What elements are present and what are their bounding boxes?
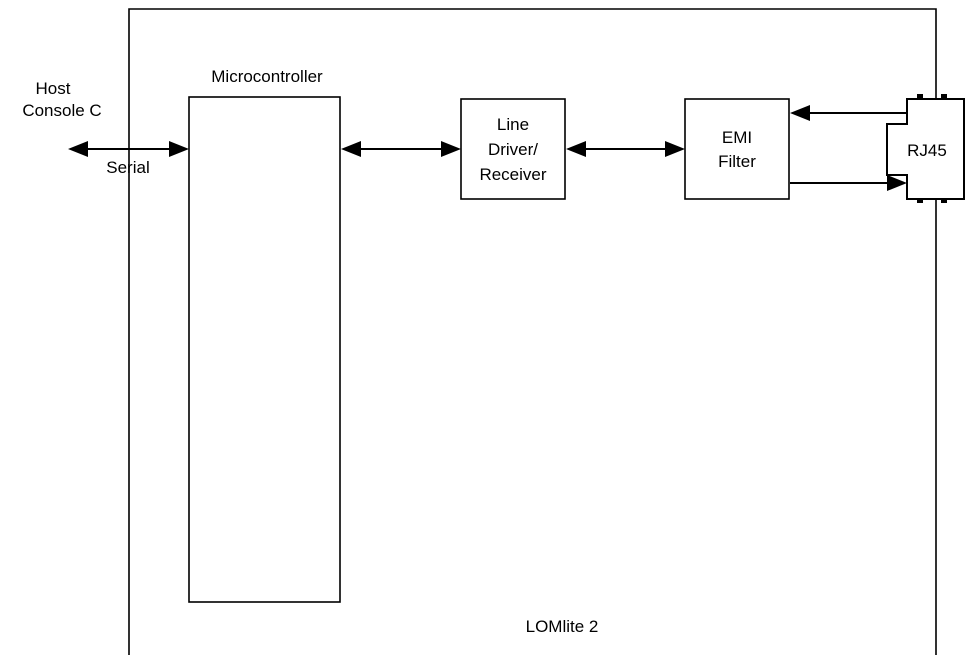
serial-link-arrow bbox=[68, 141, 189, 157]
host-console-label: Console C bbox=[22, 101, 101, 120]
line-driver-receiver-block bbox=[460, 98, 566, 200]
mcu-to-driver-arrow bbox=[341, 141, 461, 157]
serial-link-label: Serial bbox=[106, 158, 149, 177]
host-label: Host bbox=[36, 79, 71, 98]
microcontroller-block bbox=[188, 96, 341, 603]
rj45-connector: RJ45 bbox=[886, 94, 965, 203]
lomlite2-board-outline bbox=[128, 8, 937, 655]
driver-to-filter-arrow bbox=[566, 141, 685, 157]
emi-filter-label-line1: EMI bbox=[722, 128, 752, 147]
microcontroller-label: Microcontroller bbox=[211, 67, 323, 86]
filter-to-rj45-arrow bbox=[790, 175, 907, 191]
board-label: LOMlite 2 bbox=[526, 617, 599, 636]
line-driver-label-line3: Receiver bbox=[479, 165, 546, 184]
line-driver-label-line2: Driver/ bbox=[488, 140, 538, 159]
rj45-to-filter-arrow bbox=[790, 105, 912, 121]
emi-filter-block bbox=[684, 98, 790, 200]
emi-filter-label-line2: Filter bbox=[718, 152, 756, 171]
rj45-label: RJ45 bbox=[907, 141, 947, 160]
line-driver-label-line1: Line bbox=[497, 115, 529, 134]
